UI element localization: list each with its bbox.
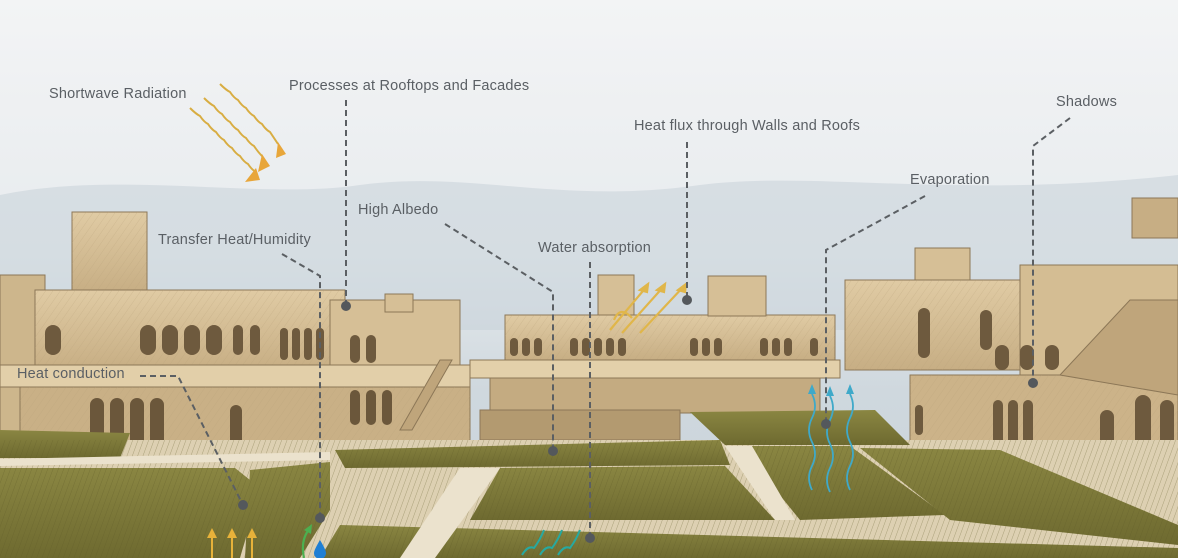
label-heat-flux: Heat flux through Walls and Roofs (634, 118, 860, 134)
label-shadows: Shadows (1056, 94, 1117, 110)
center-building (469, 274, 841, 441)
wavy-up-arrow-icon (808, 384, 854, 493)
reflected-arrow-icon (609, 281, 688, 334)
label-evaporation: Evaporation (910, 172, 990, 188)
left-building (0, 211, 471, 458)
transfer-arrowhead (304, 524, 312, 534)
label-processes-rooftops-facades: Processes at Rooftops and Facades (289, 78, 529, 94)
label-shortwave-radiation: Shortwave Radiation (49, 86, 187, 102)
courtyard (0, 410, 1178, 558)
label-transfer-heat-humidity: Transfer Heat/Humidity (158, 232, 311, 248)
label-high-albedo: High Albedo (358, 202, 438, 218)
up-arrow-icon (207, 528, 257, 558)
water-drop-icon (314, 540, 326, 558)
leader-lines (140, 100, 1071, 543)
wavy-arrow-icon (189, 83, 286, 182)
label-water-absorption: Water absorption (538, 240, 651, 256)
label-heat-conduction: Heat conduction (17, 366, 125, 382)
wave-icon (521, 529, 581, 556)
